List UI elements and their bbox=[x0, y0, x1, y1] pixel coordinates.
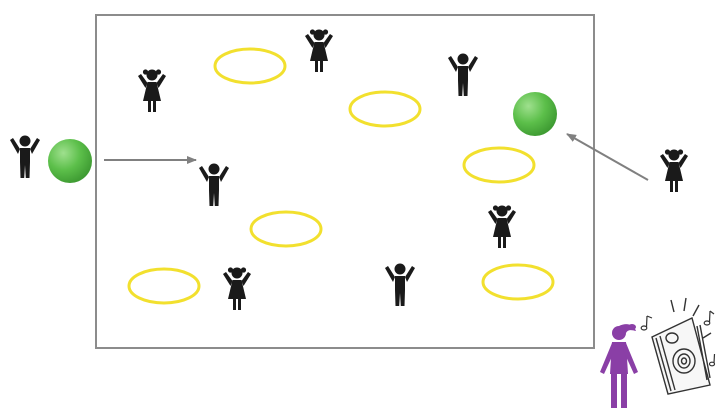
hoop-icon bbox=[483, 265, 553, 299]
music-note-icon bbox=[704, 311, 714, 325]
arrow-icon bbox=[567, 134, 648, 180]
hoop-icon bbox=[215, 49, 285, 83]
girl-icon bbox=[660, 149, 688, 192]
ball-icon bbox=[48, 139, 92, 183]
girl-icon bbox=[305, 29, 333, 72]
hoop-icon bbox=[129, 269, 199, 303]
hoop-icon bbox=[350, 92, 420, 126]
speaker-icon bbox=[652, 318, 710, 394]
teacher-icon bbox=[600, 324, 638, 408]
boy-icon bbox=[448, 54, 478, 97]
boy-icon bbox=[10, 136, 40, 179]
girl-icon bbox=[138, 69, 166, 112]
music-note-icon bbox=[641, 316, 652, 330]
hoop-icon bbox=[251, 212, 321, 246]
boy-icon bbox=[199, 164, 229, 207]
music-note-icon bbox=[710, 354, 715, 366]
hoop-icon bbox=[464, 148, 534, 182]
ball-icon bbox=[513, 92, 557, 136]
girl-icon bbox=[223, 267, 251, 310]
boy-icon bbox=[385, 264, 415, 307]
girl-icon bbox=[488, 205, 516, 248]
